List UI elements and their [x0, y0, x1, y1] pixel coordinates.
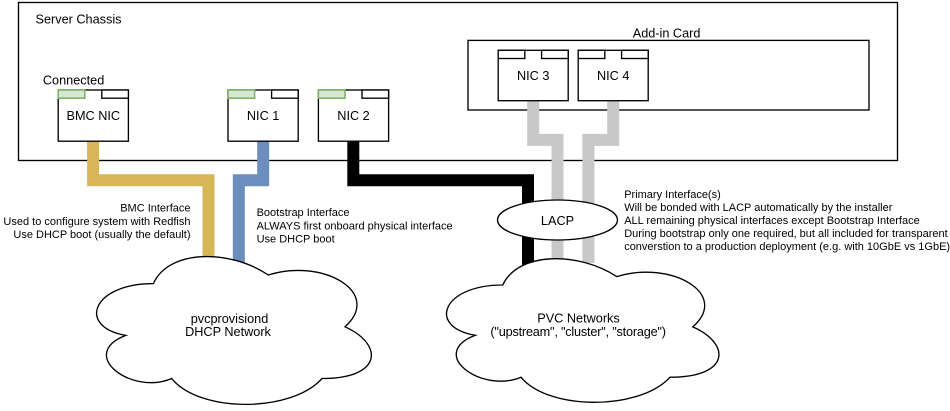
- svg-text:Server Chassis: Server Chassis: [36, 12, 122, 26]
- svg-text:pvcprovisiond: pvcprovisiond: [191, 312, 269, 326]
- svg-text:Bootstrap Interface: Bootstrap Interface: [257, 207, 350, 219]
- svg-text:NIC 4: NIC 4: [597, 69, 629, 83]
- svg-text:PVC Networks: PVC Networks: [537, 311, 620, 325]
- svg-text:LACP: LACP: [541, 214, 574, 228]
- svg-text:DHCP Network: DHCP Network: [185, 325, 271, 339]
- svg-text:During bootstrap only one requ: During bootstrap only one required, but …: [624, 228, 947, 240]
- svg-text:Add-in Card: Add-in Card: [633, 27, 701, 41]
- svg-text:Use DHCP boot (usually the def: Use DHCP boot (usually the default): [13, 229, 190, 241]
- svg-text:converstion to a production de: converstion to a production deployment (…: [624, 241, 950, 253]
- svg-text:ALWAYS first onboard physical: ALWAYS first onboard physical interface: [257, 220, 453, 232]
- svg-text:BMC NIC: BMC NIC: [67, 109, 121, 123]
- svg-text:Connected: Connected: [43, 74, 104, 88]
- svg-text:ALL remaining physical interfa: ALL remaining physical interfaces except…: [624, 215, 920, 227]
- svg-text:Primary Interface(s): Primary Interface(s): [624, 189, 721, 201]
- svg-text:NIC 3: NIC 3: [517, 69, 549, 83]
- svg-text:NIC 1: NIC 1: [247, 109, 279, 123]
- svg-text:Will be bonded with LACP autom: Will be bonded with LACP automatically b…: [624, 202, 893, 214]
- svg-text:("upstream", "cluster", "stora: ("upstream", "cluster", "storage"): [490, 325, 665, 339]
- svg-text:BMC Interface: BMC Interface: [120, 203, 190, 215]
- svg-text:Used to configure system with: Used to configure system with Redfish: [3, 216, 190, 228]
- svg-text:Use DHCP boot: Use DHCP boot: [257, 233, 335, 245]
- svg-text:NIC 2: NIC 2: [337, 109, 369, 123]
